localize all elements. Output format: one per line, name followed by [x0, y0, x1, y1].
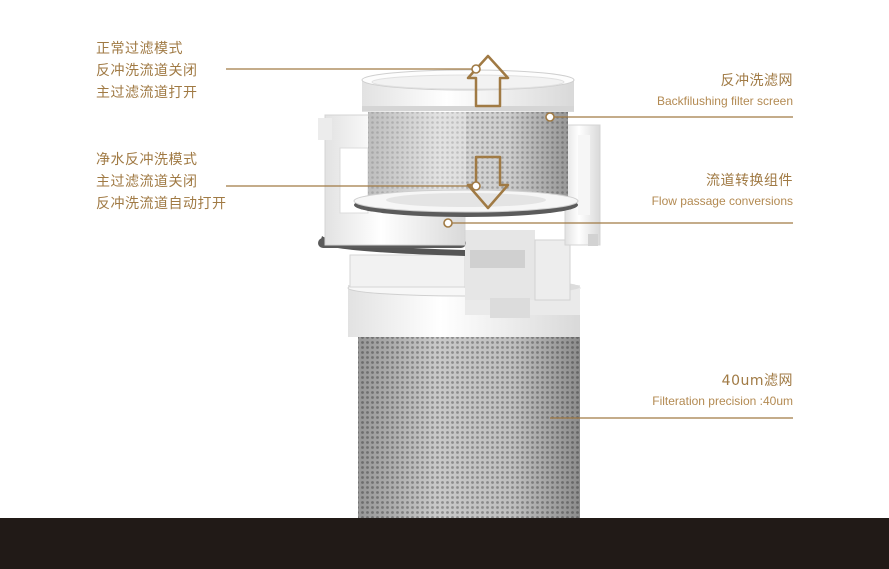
annotation-title: 流道转换组件 [706, 173, 793, 189]
annotation-title: 40um滤网 [721, 373, 793, 389]
annotation-subtitle: Flow passage conversions [651, 194, 793, 208]
flow-switch-assembly [349, 230, 571, 318]
marker-dot [471, 64, 481, 74]
footer-band [0, 518, 889, 569]
annotation-backflush-screen: 反冲洗滤网 Backfilushing filter screen [657, 70, 793, 110]
annotation-line: 正常过滤模式 [96, 41, 183, 57]
disc-plate [353, 189, 579, 217]
annotation-line: 主过滤流道关闭 [96, 174, 198, 190]
marker-dot [471, 181, 481, 191]
marker-dot [545, 112, 555, 122]
upward-flow-arrow-icon [466, 54, 510, 108]
annotation-flow-passage: 流道转换组件 Flow passage conversions [652, 170, 793, 210]
annotation-subtitle: Backfilushing filter screen [656, 94, 793, 108]
annotation-line: 净水反冲洗模式 [96, 152, 198, 168]
annotation-line: 反冲洗流道自动打开 [96, 196, 227, 212]
annotation-backwash-mode: 净水反冲洗模式 主过滤流道关闭 反冲洗流道自动打开 [96, 149, 227, 215]
annotation-filter-mode: 正常过滤模式 反冲洗流道关闭 主过滤流道打开 [96, 38, 198, 104]
annotation-subtitle: Filteration precision :40um [652, 394, 793, 408]
top-cap [361, 69, 575, 112]
main-mesh-cylinder [358, 330, 580, 520]
marker-dot [443, 218, 453, 228]
annotation-precision: 40um滤网 Filteration precision :40um [652, 370, 793, 410]
annotation-line: 主过滤流道打开 [96, 85, 198, 101]
annotation-title: 反冲洗滤网 [720, 73, 793, 89]
annotation-line: 反冲洗流道关闭 [96, 63, 198, 79]
